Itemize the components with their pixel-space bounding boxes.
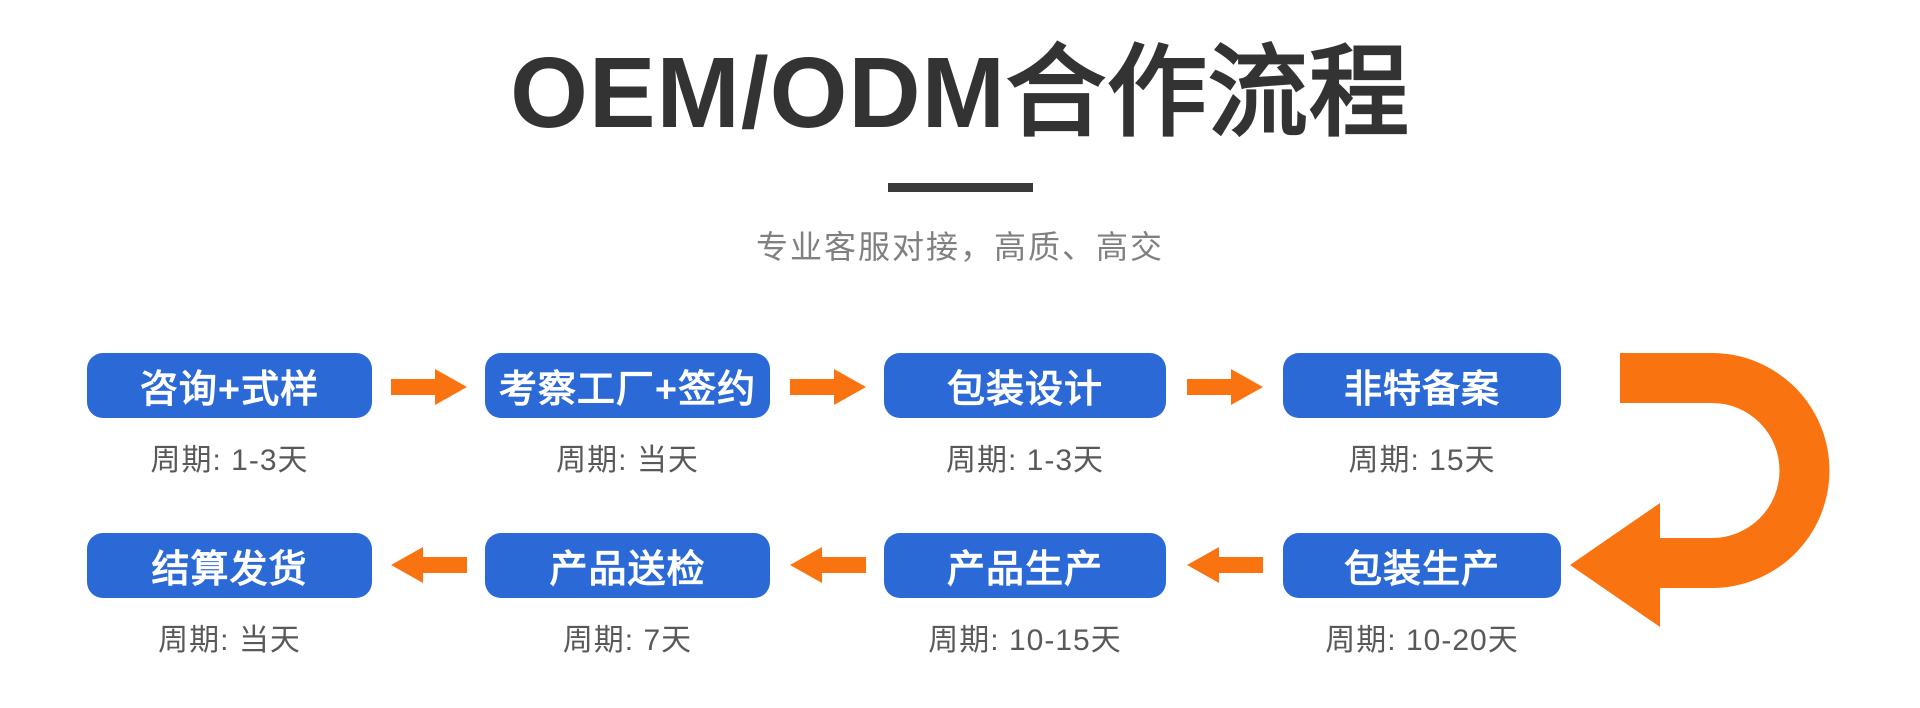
arrow-left-icon	[1187, 545, 1263, 585]
step-cycle-settle-ship: 周期: 当天	[158, 624, 301, 657]
step-packaging-production: 包装生产 周期: 10-20天	[1283, 533, 1561, 659]
step-product-production: 产品生产 周期: 10-15天	[884, 533, 1166, 659]
arrow-left-icon	[790, 545, 866, 585]
step-box-product-production: 产品生产	[884, 533, 1166, 598]
step-cycle-product-inspection: 周期: 7天	[562, 624, 693, 657]
step-box-consult-sample: 咨询+式样	[87, 353, 372, 418]
step-consult-sample: 咨询+式样 周期: 1-3天	[87, 353, 372, 479]
step-cycle-product-production: 周期: 10-15天	[928, 624, 1122, 657]
arrow-right-icon	[790, 367, 866, 407]
step-product-inspection: 产品送检 周期: 7天	[485, 533, 770, 659]
step-cycle-packaging-design: 周期: 1-3天	[945, 444, 1105, 477]
step-packaging-design: 包装设计 周期: 1-3天	[884, 353, 1166, 479]
step-settle-ship: 结算发货 周期: 当天	[87, 533, 372, 659]
u-turn-arrow-icon	[1560, 340, 1840, 640]
step-special-filing: 非特备案 周期: 15天	[1283, 353, 1561, 479]
step-cycle-special-filing: 周期: 15天	[1348, 444, 1496, 477]
arrow-right-icon	[391, 367, 467, 407]
step-cycle-factory-visit-sign: 周期: 当天	[556, 444, 699, 477]
page-title: OEM/ODM合作流程	[510, 37, 1410, 149]
step-box-special-filing: 非特备案	[1283, 353, 1561, 418]
step-box-product-inspection: 产品送检	[485, 533, 770, 598]
arrow-right-icon	[1187, 367, 1263, 407]
title-divider	[888, 183, 1033, 192]
step-box-settle-ship: 结算发货	[87, 533, 372, 598]
step-cycle-packaging-production: 周期: 10-20天	[1325, 624, 1519, 657]
step-cycle-consult-sample: 周期: 1-3天	[150, 444, 309, 477]
step-factory-visit-sign: 考察工厂+签约 周期: 当天	[485, 353, 770, 479]
page-subtitle: 专业客服对接，高质、高交	[755, 229, 1164, 265]
step-box-packaging-production: 包装生产	[1283, 533, 1561, 598]
step-box-packaging-design: 包装设计	[884, 353, 1166, 418]
step-box-factory-visit-sign: 考察工厂+签约	[485, 353, 770, 418]
arrow-left-icon	[391, 545, 467, 585]
